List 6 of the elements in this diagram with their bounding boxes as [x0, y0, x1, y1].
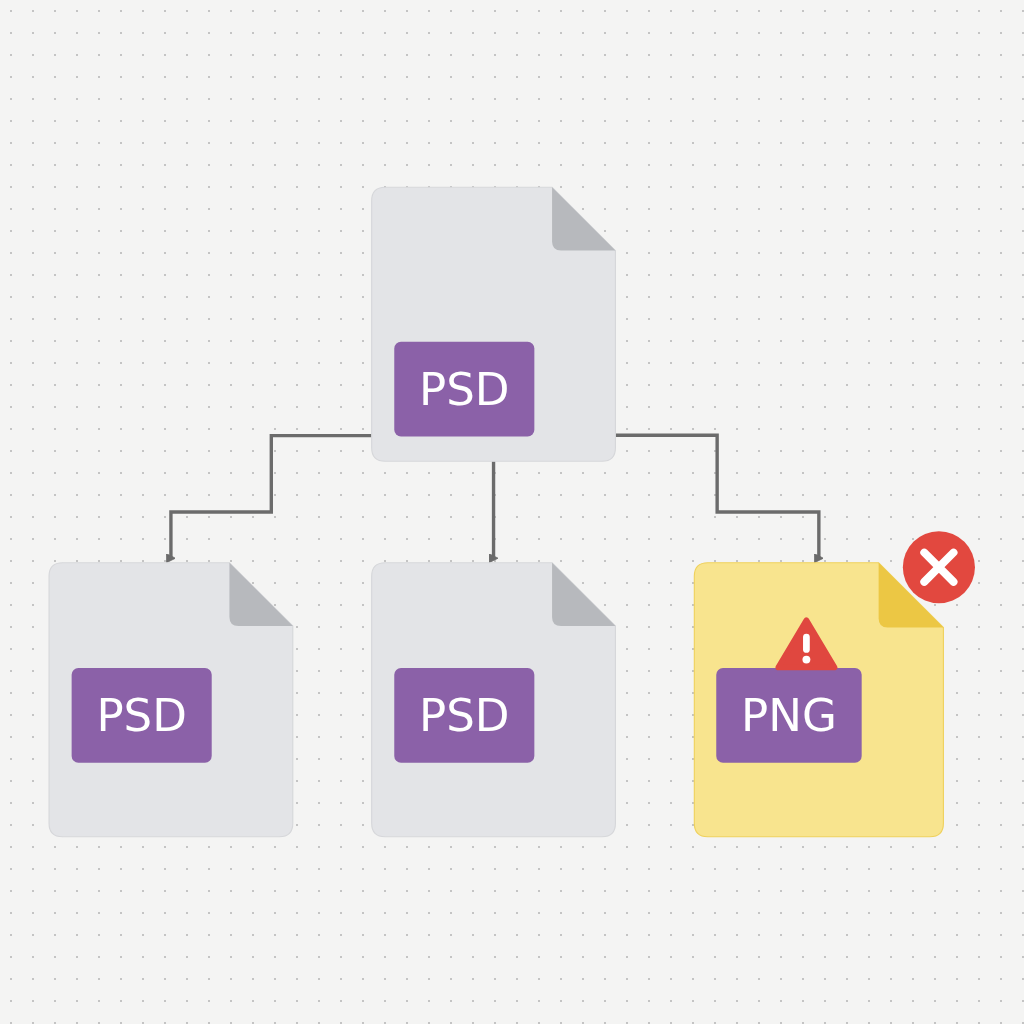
file-type-text: PSD: [96, 688, 187, 744]
file-type-text: PSD: [419, 688, 510, 744]
file-type-text: PNG: [741, 688, 837, 744]
arrow: [615, 433, 824, 564]
arrow: [165, 433, 372, 564]
file-type-text: PSD: [419, 362, 510, 418]
